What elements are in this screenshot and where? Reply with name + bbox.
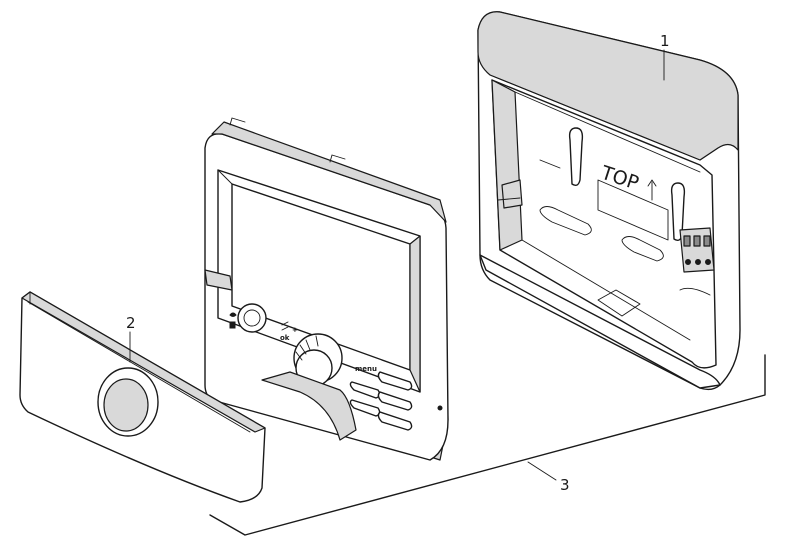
control-unit: ok + menu bbox=[204, 117, 449, 461]
left-knob[interactable] bbox=[229, 303, 267, 333]
callout-1: 1 bbox=[660, 32, 670, 50]
button-row-2-left[interactable] bbox=[349, 399, 381, 417]
buttons bbox=[349, 371, 413, 431]
terminal-block bbox=[679, 227, 715, 273]
callout-2: 2 bbox=[126, 314, 136, 332]
menu-label: menu bbox=[355, 365, 377, 373]
front-cover: 2 bbox=[19, 291, 266, 503]
button-row-1-right[interactable] bbox=[377, 391, 413, 411]
button-row-2-right[interactable] bbox=[377, 411, 413, 431]
ok-label: ok bbox=[280, 334, 290, 342]
menu-button[interactable] bbox=[377, 371, 413, 391]
assembly-bracket bbox=[209, 354, 766, 536]
callout-3: 3 bbox=[560, 476, 570, 494]
plus-label: + bbox=[292, 326, 298, 334]
rear-housing: TOP 1 bbox=[477, 11, 741, 391]
